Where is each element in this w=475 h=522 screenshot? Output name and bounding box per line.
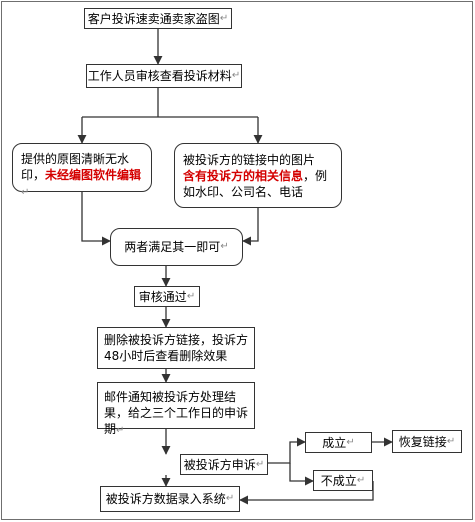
node-restore-link: 恢复链接↵ bbox=[392, 430, 462, 453]
node-email-notify: 邮件通知被投诉方处理结果，给之三个工作日的申诉期↵ bbox=[97, 382, 255, 436]
node-either-condition: 两者满足其一即可↵ bbox=[110, 228, 243, 266]
node-valid: 成立↵ bbox=[305, 432, 372, 453]
arrow-n12-n13 bbox=[239, 481, 374, 505]
node-record-data: 被投诉方数据录入系统↵ bbox=[100, 486, 240, 512]
arrow-n4-n5 bbox=[242, 208, 259, 246]
arrow-n9-n12 bbox=[289, 463, 314, 486]
node-delete-link: 删除被投诉方链接，投诉方48小时后查看删除效果 bbox=[97, 327, 255, 369]
node-approved: 审核通过↵ bbox=[134, 286, 200, 307]
arrow-n3-n5 bbox=[81, 192, 111, 246]
node-infringing-link-condition: 被投诉方的链接中的图片 含有投诉方的相关信息，例如水印、公司名、电话 bbox=[174, 143, 342, 208]
node-original-image-condition: 提供的原图清晰无水印，未经编图软件编辑↵ bbox=[12, 143, 152, 198]
node-invalid: 不成立↵ bbox=[313, 470, 373, 491]
node-appeal: 被投诉方申诉↵ bbox=[180, 454, 268, 475]
node-review-materials: 工作人员审核查看投诉材料↵ bbox=[86, 64, 242, 88]
node-complaint: 客户投诉速卖通卖家盗图↵ bbox=[84, 8, 232, 29]
arrow-n9-n10 bbox=[268, 437, 306, 464]
